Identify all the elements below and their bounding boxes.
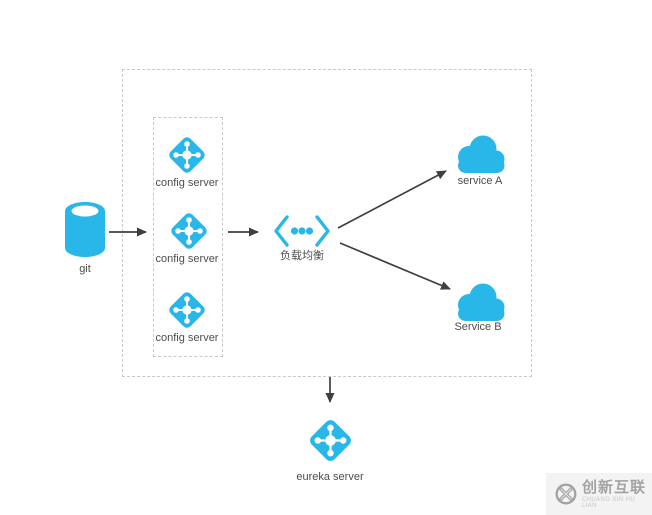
config-server-3-label: config server	[155, 332, 219, 344]
service-diamond-icon	[171, 213, 207, 249]
load-balancer-label: 负载均衡	[280, 250, 324, 262]
cloud-icon	[458, 283, 505, 321]
watermark-brand-text: 创新互联	[581, 478, 646, 496]
node-config-server-3	[164, 287, 210, 333]
system-boundary-box	[122, 69, 532, 377]
node-config-server-1	[164, 132, 210, 178]
node-eureka-server	[304, 414, 357, 467]
config-server-2-label: config server	[155, 253, 219, 265]
config-server-group-box	[153, 117, 223, 357]
node-service-a	[449, 132, 509, 174]
service-b-label: Service B	[454, 321, 502, 333]
watermark: 创新互联 CHUANG XIN HU LIAN	[546, 473, 652, 515]
node-load-balancer	[272, 213, 332, 249]
node-git	[62, 200, 108, 260]
config-server-1-label: config server	[155, 177, 219, 189]
node-config-server-2	[166, 208, 212, 254]
cloud-icon	[458, 135, 505, 173]
load-balancer-brackets-icon	[274, 215, 330, 247]
watermark-subtext: CHUANG XIN HU LIAN	[581, 496, 636, 509]
watermark-logo-icon	[555, 483, 577, 505]
service-diamond-icon	[310, 420, 351, 461]
service-a-label: service A	[457, 175, 503, 187]
node-service-b	[449, 280, 509, 322]
eureka-server-label: eureka server	[296, 471, 364, 483]
database-cylinder-icon	[65, 202, 105, 257]
service-diamond-icon	[169, 137, 205, 173]
service-diamond-icon	[169, 292, 205, 328]
git-label: git	[79, 263, 91, 275]
